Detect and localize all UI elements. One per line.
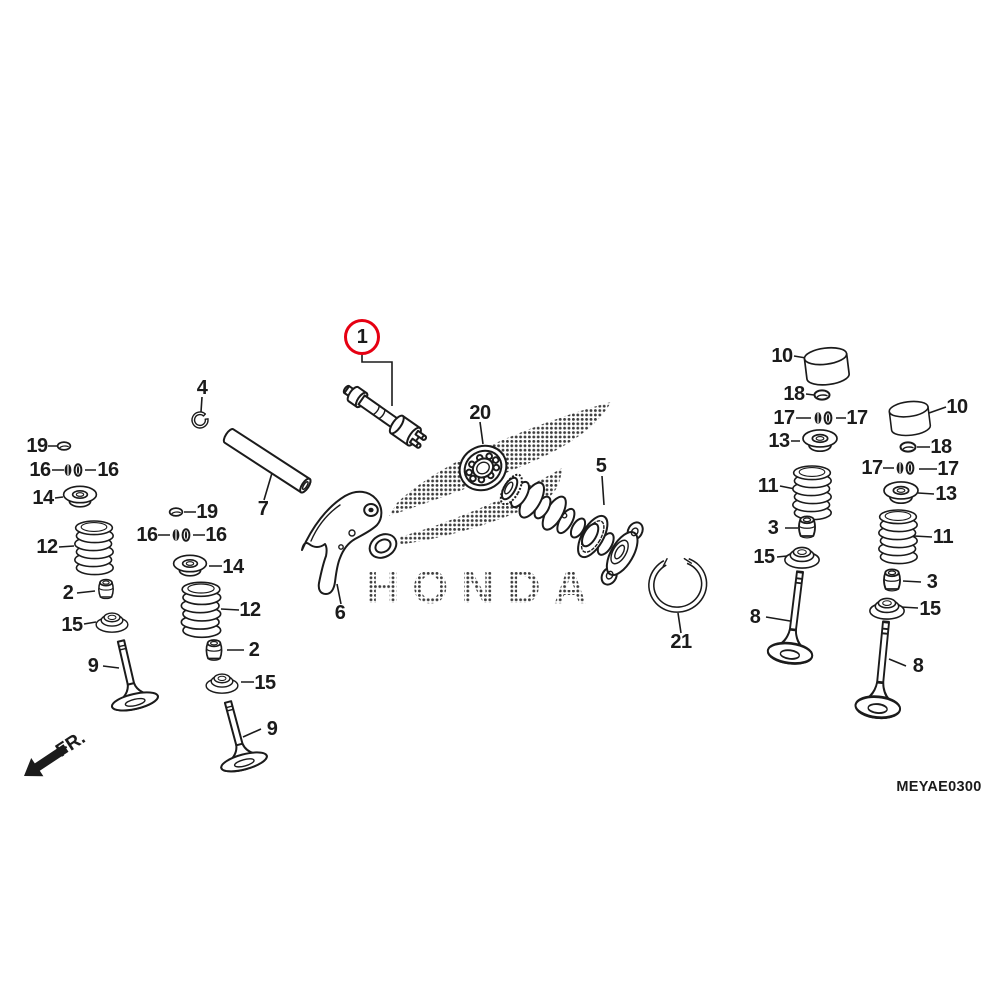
spring-seat-drawing xyxy=(205,673,239,694)
callout-15: 15 xyxy=(61,614,83,636)
callout-13: 13 xyxy=(935,483,957,505)
callout-17: 17 xyxy=(937,458,959,480)
callout-17: 17 xyxy=(861,457,883,479)
callout-19: 19 xyxy=(26,435,48,457)
fr-direction-arrow xyxy=(24,744,69,777)
drawing-code: MEYAE0300 xyxy=(896,779,982,795)
callout-18: 18 xyxy=(783,383,805,405)
callout-9: 9 xyxy=(87,655,99,677)
callout-12: 12 xyxy=(239,599,261,621)
callout-18: 18 xyxy=(930,436,952,458)
callout-15: 15 xyxy=(254,672,276,694)
decompressor-shaft-drawing xyxy=(342,384,428,449)
callout-2: 2 xyxy=(62,582,74,604)
spring-seat-drawing xyxy=(869,597,905,620)
valve-spring-drawing xyxy=(74,520,114,576)
callout-8: 8 xyxy=(912,655,924,677)
ball-bearing-drawing xyxy=(458,444,508,492)
rocker-fork-drawing xyxy=(301,490,398,595)
valve-spring-drawing xyxy=(877,509,919,565)
callout-3: 3 xyxy=(767,517,779,539)
callout-14: 14 xyxy=(32,487,54,509)
callout-16: 16 xyxy=(29,459,51,481)
callout-1-leader xyxy=(361,354,393,406)
callout-16: 16 xyxy=(136,524,158,546)
valve-cotters-drawing xyxy=(813,411,833,425)
callout-10: 10 xyxy=(771,345,793,367)
callout-12: 12 xyxy=(36,536,58,558)
callout-15: 15 xyxy=(753,546,775,568)
callout-17: 17 xyxy=(773,407,795,429)
callout-5: 5 xyxy=(595,455,607,477)
adjusting-shim-drawing xyxy=(813,389,831,401)
intake-left-assembly xyxy=(56,441,161,716)
circlip-drawing xyxy=(648,557,708,613)
intake-valve-drawing xyxy=(204,694,270,777)
callout-9: 9 xyxy=(266,718,278,740)
watermark-text: HONDA xyxy=(366,561,600,613)
spring-retainer-drawing xyxy=(802,429,838,453)
callout-1-highlighted: 1 xyxy=(344,319,380,355)
callout-17: 17 xyxy=(846,407,868,429)
stem-seal-drawing xyxy=(883,568,901,592)
callout-11: 11 xyxy=(757,475,779,497)
stem-seal-drawing xyxy=(98,578,114,600)
valve-spring-drawing xyxy=(791,465,833,521)
wing-logo-lower xyxy=(398,468,562,545)
spring-seat-drawing xyxy=(95,612,129,633)
callout-21: 21 xyxy=(670,631,692,653)
exhaust-valve-drawing xyxy=(765,567,824,668)
spring-retainer-drawing xyxy=(172,554,208,577)
callout-16: 16 xyxy=(97,459,119,481)
callout-8: 8 xyxy=(749,606,761,628)
spring-retainer-drawing xyxy=(883,481,919,505)
spring-retainer-drawing xyxy=(62,485,98,508)
callout-4: 4 xyxy=(196,377,208,399)
callout-10: 10 xyxy=(946,396,968,418)
valve-cotters-drawing xyxy=(63,463,83,477)
callout-13: 13 xyxy=(768,430,790,452)
spring-seat-shim-drawing xyxy=(168,507,184,517)
callout-20: 20 xyxy=(469,402,491,424)
adjusting-shim-drawing xyxy=(899,441,917,453)
callout-14: 14 xyxy=(222,556,244,578)
stem-seal-drawing xyxy=(205,639,223,662)
callout-3: 3 xyxy=(926,571,938,593)
callout-11: 11 xyxy=(932,526,954,548)
tappet-bucket-drawing xyxy=(802,344,851,388)
callout-6: 6 xyxy=(334,602,346,624)
valve-cotters-drawing xyxy=(171,528,191,542)
rocker-shaft-drawing xyxy=(222,428,312,494)
leader-lines xyxy=(48,354,947,738)
callout-15: 15 xyxy=(919,598,941,620)
spring-seat-drawing xyxy=(784,546,820,569)
callout-19: 19 xyxy=(196,501,218,523)
tappet-bucket-drawing xyxy=(887,398,932,439)
callout-2: 2 xyxy=(248,639,260,661)
stem-seal-drawing xyxy=(798,515,816,539)
callout-7: 7 xyxy=(257,498,269,520)
intake-valve-drawing xyxy=(97,634,161,716)
camshaft-drawing xyxy=(499,473,644,586)
spring-seat-shim-drawing xyxy=(56,441,72,451)
snap-clip-drawing xyxy=(191,411,209,429)
valve-spring-drawing xyxy=(180,581,222,639)
exhaust-valve-drawing xyxy=(853,618,910,721)
valve-cotters-drawing xyxy=(895,461,915,475)
callout-16: 16 xyxy=(205,524,227,546)
